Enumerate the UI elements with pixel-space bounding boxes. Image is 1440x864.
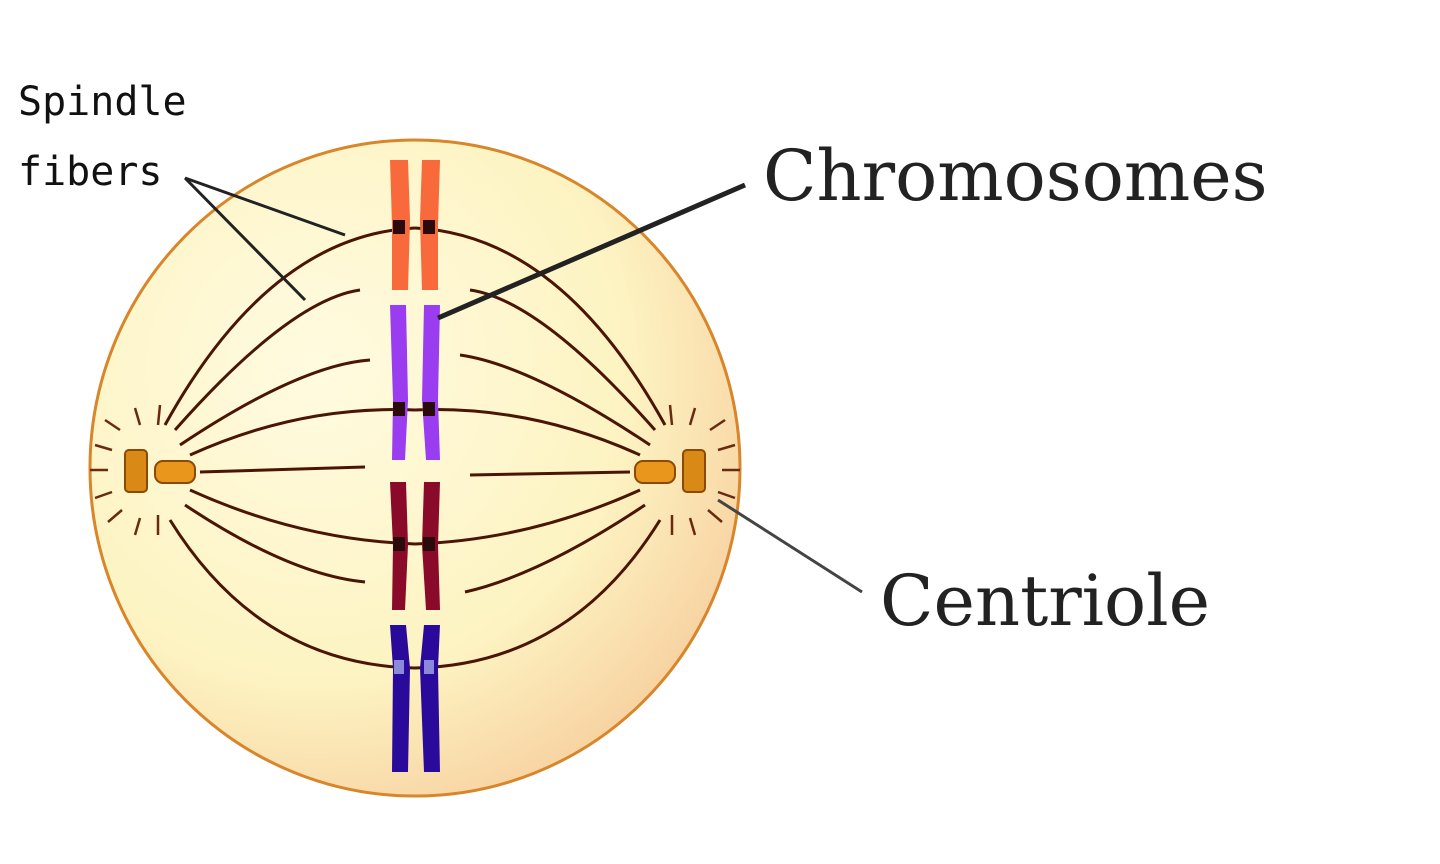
chromosome-purple <box>390 305 440 460</box>
spindle-fibers-label-line1: Spindle <box>18 79 187 125</box>
chromosomes-label: Chromosomes <box>763 135 1268 217</box>
leader-lines <box>183 176 863 594</box>
spindle-fibers <box>163 226 667 670</box>
spindle-leader-2 <box>183 176 307 302</box>
centriole-leader <box>717 498 863 594</box>
chromosome-crimson <box>390 482 440 610</box>
centriole-right <box>634 449 706 493</box>
centriole-label: Centriole <box>880 560 1210 642</box>
spindle-leader <box>184 176 346 237</box>
chromosome-orange <box>390 160 440 290</box>
chromosomes-leader <box>437 182 746 321</box>
spindle-fibers-label-line2: fibers <box>18 149 163 195</box>
aster-rays <box>90 404 740 536</box>
chromosome-indigo <box>390 625 440 772</box>
centriole-left <box>124 449 196 493</box>
